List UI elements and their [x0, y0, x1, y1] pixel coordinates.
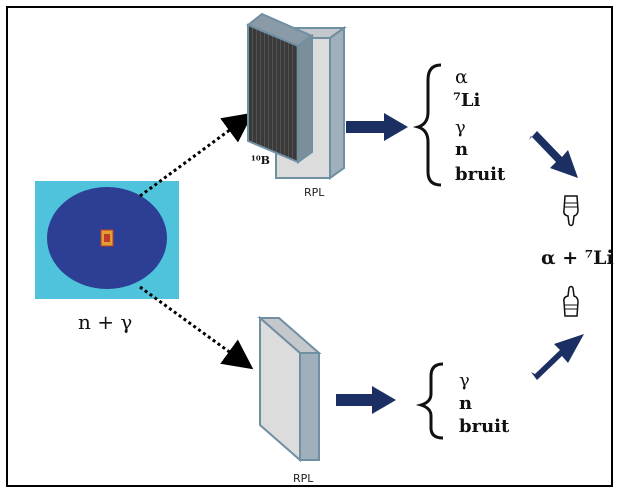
top-brace [412, 63, 442, 187]
particle-alpha: α [455, 66, 468, 88]
bottom-rpl-label: RPL [293, 472, 314, 485]
particle-neutron: n [455, 139, 468, 160]
bottom-particle-noise: bruit [459, 416, 510, 437]
bottom-particle-gamma: γ [459, 370, 470, 391]
top-particle-list: α ⁷Li γ n bruit [453, 66, 506, 185]
neutron-gamma-source [35, 181, 179, 299]
result-label: α + ⁷Li [541, 247, 614, 269]
diagonal-arrow-down [529, 131, 578, 178]
hand-pointing-down-icon [563, 195, 579, 227]
top-rpl-label: RPL [304, 186, 325, 199]
bottom-particle-list: γ n bruit [459, 370, 510, 437]
boron-label: ¹⁰B [251, 154, 270, 167]
source-label: n + γ [78, 310, 132, 334]
bottom-output-arrow [336, 386, 396, 414]
hand-pointing-up-icon [563, 285, 579, 317]
particle-noise: bruit [455, 164, 506, 185]
particle-lithium: ⁷Li [453, 90, 481, 111]
bottom-rpl-plate [257, 315, 322, 463]
top-output-arrow [346, 113, 408, 141]
top-boron-converter [246, 12, 315, 164]
dotted-arrow-top [139, 112, 254, 198]
source-core-inner [104, 234, 110, 242]
dotted-arrow-bottom [139, 285, 254, 370]
bottom-particle-neutron: n [459, 393, 472, 414]
diagonal-arrow-up [531, 334, 584, 380]
particle-gamma: γ [455, 117, 466, 138]
bottom-brace [415, 362, 444, 440]
